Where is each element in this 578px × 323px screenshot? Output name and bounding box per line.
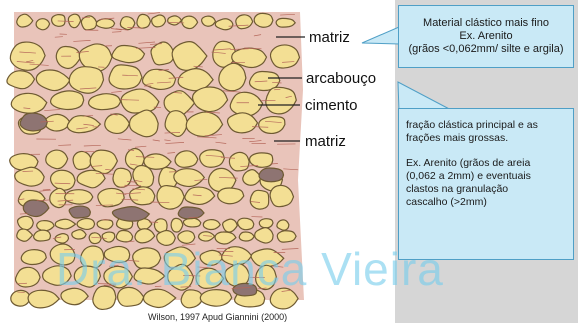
figure-citation: Wilson, 1997 Apud Giannini (2000) [148, 312, 287, 322]
sand-grain [113, 168, 132, 187]
sand-grain [97, 220, 113, 230]
sand-grain [52, 15, 66, 27]
sand-grain [238, 218, 254, 229]
sand-grain [34, 230, 51, 241]
sand-grain [98, 188, 124, 206]
sand-grain [250, 190, 268, 209]
label-matriz-top: matriz [309, 29, 350, 46]
sand-grain [200, 150, 225, 167]
sand-grain [175, 151, 198, 167]
sand-grain [229, 152, 249, 171]
sand-grain [277, 231, 296, 242]
callout-matriz: Material clástico mais fino Ex. Arenito … [398, 5, 574, 68]
sand-grain [69, 67, 103, 94]
sand-grain [157, 186, 184, 210]
callout-arcabouco-p2-line1: Ex. Arenito (grãos de areia [406, 157, 567, 170]
sand-grain [36, 19, 50, 30]
sand-grain [142, 69, 175, 89]
sand-grain [277, 220, 289, 230]
label-matriz-mid: matriz [305, 133, 346, 150]
callout-matriz-line3: (grãos <0,062mm/ silte e argila) [399, 43, 573, 56]
sand-grain [215, 19, 233, 30]
callout-arcabouco-p2-line2: (0,062 a 2mm) e eventuais [406, 170, 567, 183]
sand-grain [137, 14, 150, 28]
sand-grain [250, 153, 273, 167]
sand-grain [77, 218, 95, 229]
sand-grain [254, 13, 273, 27]
sand-grain [203, 220, 220, 230]
sand-grain [276, 18, 295, 27]
watermark-text: Dra. Bianca Vieira [56, 242, 444, 296]
callout-matriz-line1: Material clástico mais fino [399, 17, 573, 30]
sand-grain [270, 45, 299, 68]
callout-arcabouco-p1-line2: frações mais grossas. [406, 132, 567, 145]
callout-matriz-line2: Ex. Arenito [399, 30, 573, 43]
sand-grain [16, 267, 41, 287]
sand-grain [96, 19, 114, 29]
sand-grain [171, 218, 183, 232]
lithic-clast [178, 207, 204, 219]
sand-grain [202, 16, 216, 26]
sand-grain [183, 218, 200, 227]
sand-grain [72, 230, 86, 239]
callout-arcabouco-p2-line4: cascalho (>2mm) [406, 196, 567, 209]
label-arcabouco: arcabouço [306, 70, 376, 87]
sand-grain [102, 232, 115, 242]
sand-grain [73, 151, 92, 169]
callout-arcabouco-p1-line1: fração clástica principal e as [406, 119, 567, 132]
sand-grain [259, 219, 273, 228]
sand-grain [116, 230, 132, 241]
lithic-clast [259, 168, 283, 182]
sand-grain [239, 232, 254, 241]
sand-grain [21, 250, 46, 265]
label-cimento: cimento [305, 97, 358, 114]
callout-arcabouco-p2-line3: clastos na granulação [406, 183, 567, 196]
sand-grain [109, 65, 142, 89]
callout-arcabouco: fração clástica principal e as frações m… [398, 108, 574, 260]
sand-grain [259, 117, 285, 134]
sand-grain [65, 190, 93, 204]
sand-grain [152, 15, 166, 27]
sand-grain [11, 290, 30, 306]
lithic-clast [69, 206, 90, 218]
